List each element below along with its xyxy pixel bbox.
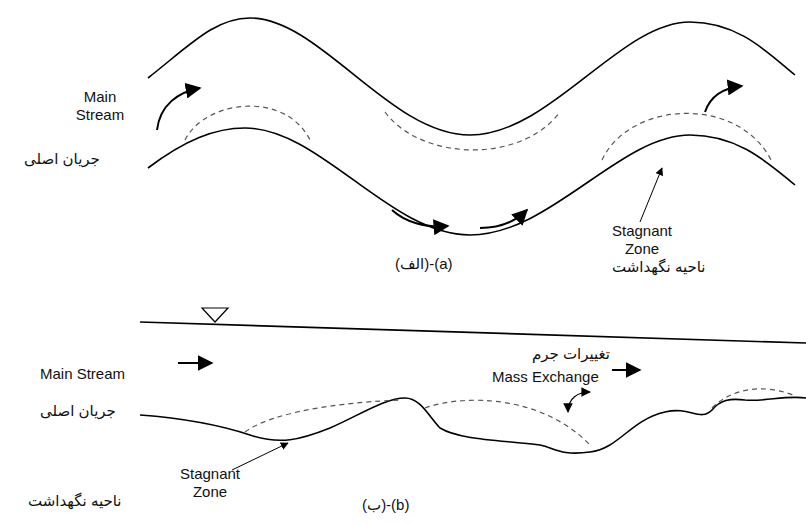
channel-bed (140, 397, 806, 453)
flow-arrow (157, 88, 200, 130)
zone-label: Stagnant Zone (170, 465, 250, 501)
figure-caption: (الف)-(a) (395, 255, 453, 273)
zone-label: Stagnant Zone (602, 222, 682, 258)
leader-line (232, 443, 288, 470)
water-surface (140, 322, 806, 343)
exchange-label: Mass Exchange (492, 368, 599, 386)
flow-arrow (705, 86, 742, 112)
figure-caption: (ب)-(b) (362, 496, 409, 514)
flow-label: Main Stream (60, 88, 140, 124)
water-level-symbol (202, 308, 228, 322)
flow-label: Main Stream (40, 365, 125, 383)
lower-stagnant-boundary (185, 106, 310, 140)
leader-line (640, 168, 662, 222)
flow-arrow (612, 369, 640, 371)
stagnant-boundary (712, 389, 795, 408)
lower-stagnant-boundary (602, 113, 772, 162)
exchange-label: تغییرات جرم (532, 345, 610, 363)
flow-arrow (178, 362, 212, 364)
stagnant-boundary (245, 400, 400, 432)
upper-stagnant-boundary (385, 112, 560, 150)
exchange-arrow (568, 392, 590, 412)
flow-arrow (392, 210, 448, 226)
zone-label: ناحیه نگهداشت (612, 258, 705, 276)
upper-bank (148, 18, 795, 135)
flow-arrow (480, 210, 527, 228)
stagnant-boundary (425, 400, 590, 445)
flow-label: جریان اصلی (40, 402, 116, 420)
lower-bank (148, 128, 795, 235)
flow-label: جریان اصلی (24, 150, 100, 168)
zone-label: ناحیه نگهداشت (28, 492, 121, 510)
